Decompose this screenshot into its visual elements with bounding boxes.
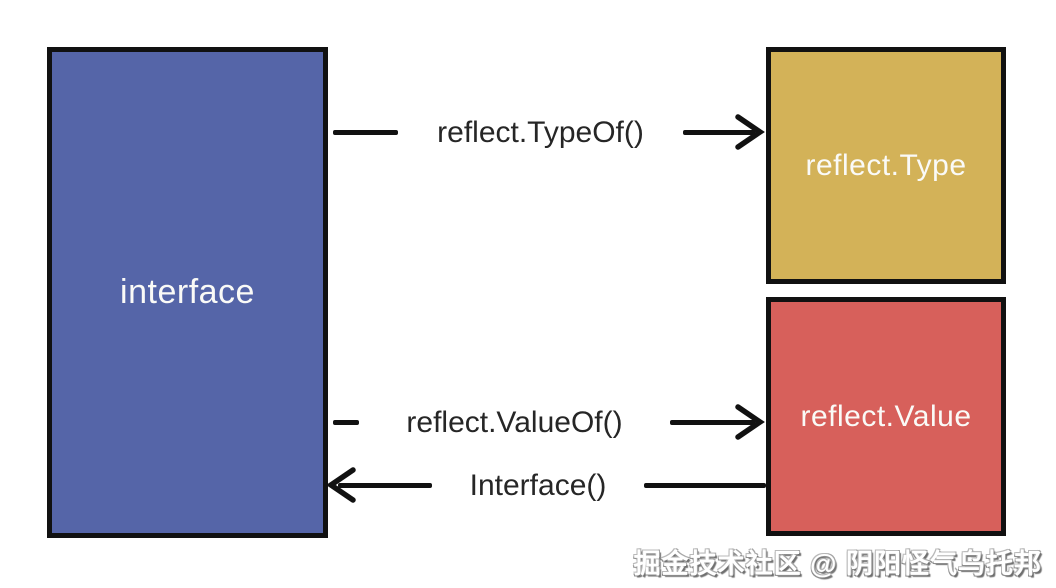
valueof-arrowhead-right-icon (735, 404, 765, 440)
interface-arrow-segment-right (644, 483, 766, 488)
interface-box-label: interface (120, 273, 255, 311)
interface-arrowhead-left-icon (326, 467, 356, 503)
valueof-arrow-segment-left (333, 420, 359, 425)
reflect-value-box-label: reflect.Value (800, 399, 972, 433)
interface-arrow-label: Interface() (469, 469, 607, 502)
watermark: 掘金技术社区 @ 阴阳怪气乌托邦 (633, 549, 1042, 579)
reflect-value-box: reflect.Value (766, 297, 1006, 536)
interface-box: interface (47, 47, 328, 538)
reflect-type-box: reflect.Type (766, 47, 1006, 284)
valueof-arrow-segment-right (670, 420, 755, 425)
valueof-arrow-label: reflect.ValueOf() (406, 406, 623, 439)
interface-arrow-segment-left (338, 483, 432, 488)
typeof-arrow-segment-left (333, 130, 398, 135)
reflect-type-box-label: reflect.Type (805, 148, 967, 182)
typeof-arrowhead-right-icon (735, 114, 765, 150)
typeof-arrow-label: reflect.TypeOf() (437, 116, 644, 149)
typeof-arrow-segment-right (683, 130, 755, 135)
